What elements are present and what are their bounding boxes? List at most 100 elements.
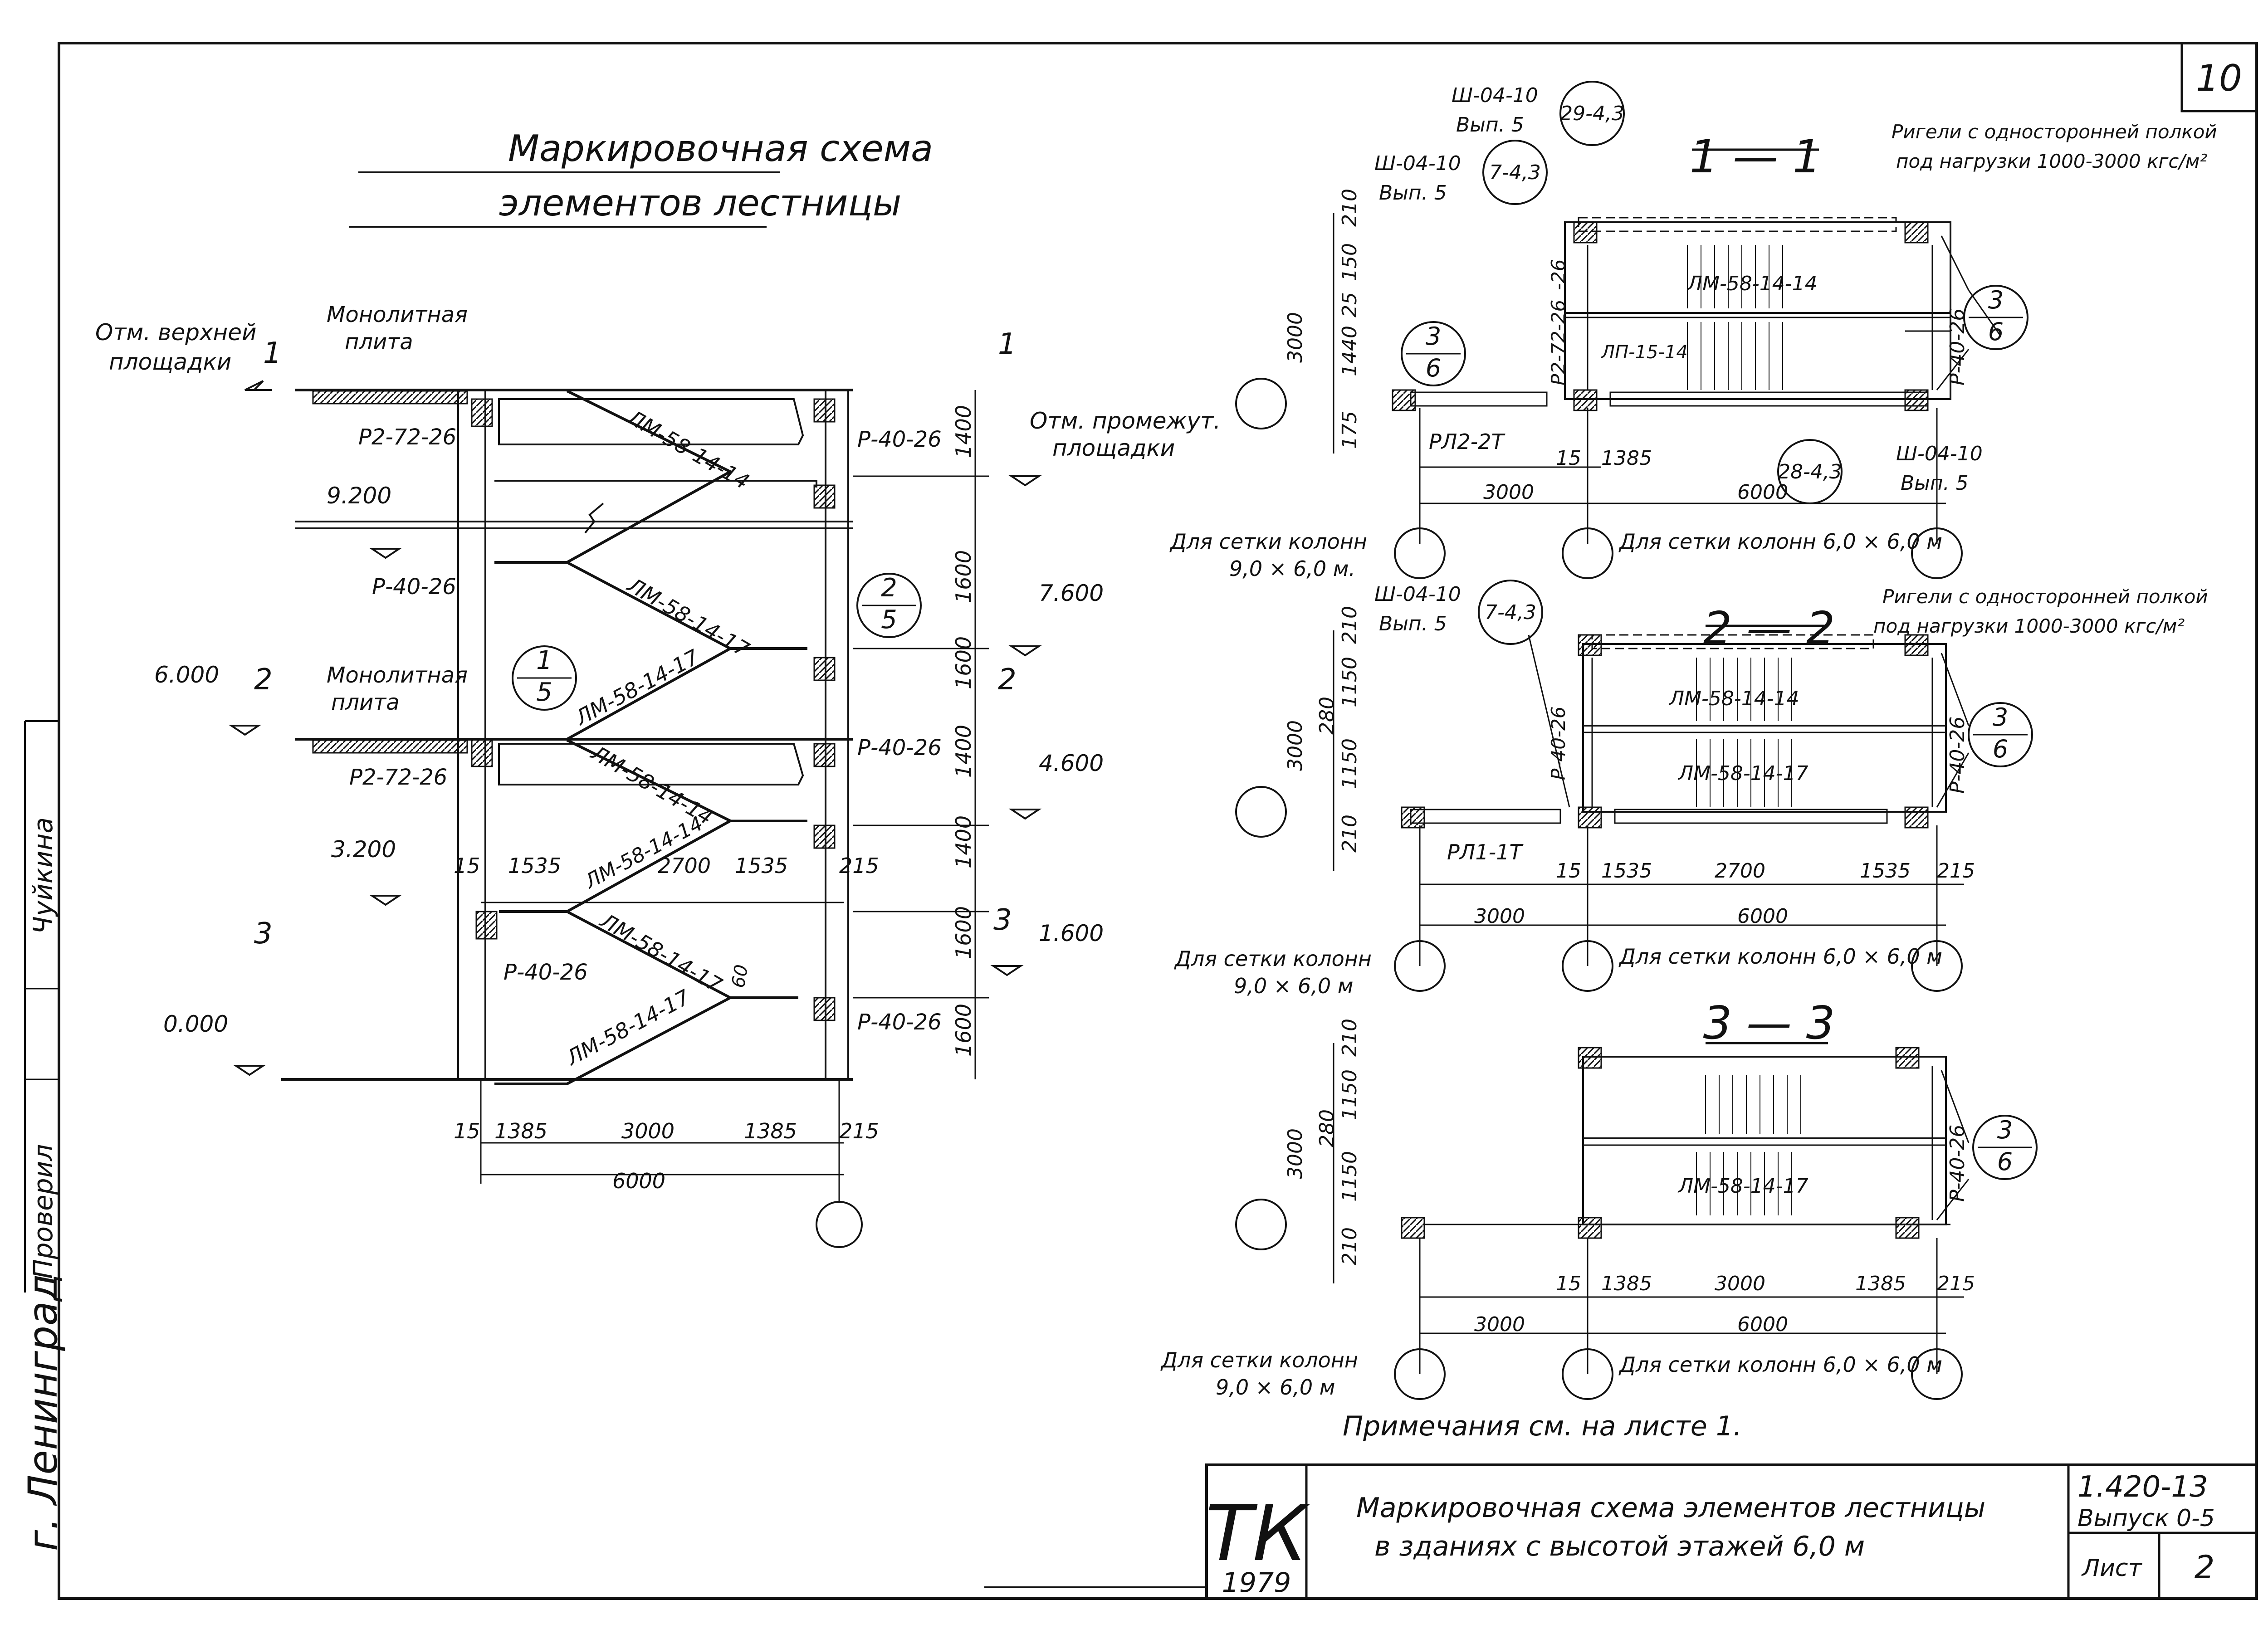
- title-line-2: элементов лестницы: [499, 182, 901, 224]
- plan-1-1-landing: ЛП-15-14: [1600, 342, 1688, 363]
- plan-2-2-grid-left-2: 9,0 × 6,0 м: [1234, 974, 1353, 998]
- plan-1-1-beam-note-2: под нагрузки 1000-3000 кгс/м²: [1896, 150, 2207, 172]
- mono-slab-label-3: Монолитная: [327, 663, 468, 688]
- mid-landing-label-2: площадки: [1052, 435, 1175, 461]
- plan-2-2-beam-right: Р-40-26: [1946, 717, 1969, 794]
- plan-1-1-callout-top: 3: [1426, 322, 1441, 351]
- plan-2-2-grid-right: Для сетки колонн 6,0 × 6,0 м: [1618, 944, 1942, 969]
- plan-1-1-axis-6000: 6000: [1737, 481, 1788, 504]
- plan-2-2-axis-6000: 6000: [1737, 905, 1788, 928]
- elev-r40-bottom: Р-40-26: [857, 1010, 942, 1035]
- elev-r40-low: Р-40-26: [503, 960, 588, 985]
- title-block: [984, 1463, 2258, 1600]
- plan-3-3-grid-left-1: Для сетки колонн: [1160, 1348, 1358, 1372]
- elev-r2-72-mid: Р2-72-26: [349, 765, 447, 790]
- elev-r40-right-mid: Р-40-26: [857, 735, 942, 761]
- mid-landing-label-1: Отм. промежут.: [1030, 408, 1221, 434]
- plan-2-2: [1235, 624, 1970, 992]
- plan-1-1-side-1440: 1440: [1338, 326, 1361, 376]
- plan-1-1-grid-left-2: 9,0 × 6,0 м.: [1229, 556, 1355, 581]
- plan-3-3-side-210a: 210: [1338, 1019, 1361, 1057]
- plan-2-2-beam-left: Р-40-26: [1547, 706, 1569, 780]
- plan-2-2-bot-215: 215: [1937, 859, 1975, 883]
- hdim-bot-1385b: 1385: [744, 1119, 797, 1143]
- plan-3-3-side-3000: 3000: [1284, 1128, 1307, 1179]
- hdim-mid-215: 215: [839, 854, 879, 878]
- plan-3-3-axis-6000: 6000: [1737, 1313, 1788, 1336]
- plan-2-2-side-1150a: 1150: [1338, 657, 1361, 707]
- plan-1-1-ref3-circle-label: 28-4,3: [1778, 460, 1842, 483]
- plan-1-1-grid-right: Для сетки колонн 6,0 × 6,0 м: [1618, 529, 1942, 554]
- vdim-3: 1600: [951, 636, 976, 689]
- plan-3-3-axis-3000: 3000: [1474, 1313, 1525, 1336]
- hdim-bot-3000: 3000: [621, 1119, 675, 1143]
- plan-2-2-grid-left-1: Для сетки колонн: [1174, 946, 1372, 971]
- sheet-number: 10: [2196, 57, 2242, 99]
- plan-1-1-small-dim: -26: [1547, 259, 1569, 290]
- plan-1-1-side-25: 25: [1338, 292, 1361, 317]
- plan-1-1-side-150: 150: [1338, 243, 1361, 281]
- section-marker-1-right: 1: [998, 327, 1017, 361]
- level-1600: 1.600: [1039, 920, 1104, 946]
- top-landing-label-1: Отм. верхней: [95, 319, 257, 346]
- plan-3-3-callout: [1972, 1115, 2038, 1180]
- plan-2-2-ref-circle: [1478, 580, 1543, 645]
- plan-3-3-beam-right: Р-40-26: [1946, 1125, 1969, 1202]
- elev-r2-72-top: Р2-72-26: [358, 424, 456, 450]
- sheet-number-box: [2180, 42, 2258, 112]
- plan-1-1-ref2-vyp: Вып. 5: [1379, 181, 1447, 205]
- plan-2-2-callout: [1968, 702, 2033, 767]
- hdim-mid-1535a: 1535: [508, 854, 561, 878]
- hdim-mid-2700: 2700: [658, 854, 711, 878]
- plan-2-2-callout-bottom: 6: [1993, 735, 2008, 763]
- elev-flight-17-c: ЛМ-58-14-17: [596, 908, 726, 998]
- plan-2-2-flight-a: ЛМ-58-14-14: [1668, 687, 1799, 710]
- vdim-6: 1600: [951, 906, 976, 959]
- callout-1-5-top: 1: [536, 646, 552, 675]
- level-3200: 3.200: [331, 836, 396, 863]
- plan-1-1-ledge: Р2-72-26: [1547, 300, 1569, 385]
- plan-3-3-bot-1385a: 1385: [1601, 1272, 1652, 1295]
- plan-3-3-side-210b: 210: [1338, 1227, 1361, 1265]
- plan-3-3-side-280: 280: [1315, 1109, 1339, 1147]
- plan-1-1: [1235, 148, 2001, 579]
- plan-1-1-callout-right: [1963, 285, 2028, 350]
- title-desc-2: в зданиях с высотой этажей 6,0 м: [1374, 1531, 1865, 1562]
- notes: Примечания см. на листе 1.: [1343, 1410, 1742, 1442]
- plan-1-1-beam-left: РЛ2-2Т: [1429, 429, 1505, 454]
- top-landing-label-2: площадки: [109, 349, 231, 375]
- plan-1-1-bot-15: 15: [1556, 447, 1581, 470]
- plan-1-1-callout-right-top: 3: [1988, 286, 2004, 314]
- vdim-5: 1400: [951, 815, 976, 868]
- plan-2-2-axis-3000: 3000: [1474, 905, 1525, 928]
- plan-2-2-beam-note-2: под нагрузки 1000-3000 кгс/м²: [1873, 615, 2185, 637]
- vdim-2: 1600: [951, 550, 976, 603]
- issue: Выпуск 0-5: [2077, 1505, 2215, 1532]
- margin-stamp: Проверил Чуйкина г. Ленинград: [20, 720, 66, 1551]
- plan-3-3-bot-215: 215: [1937, 1272, 1975, 1295]
- level-4600: 4.600: [1039, 750, 1104, 776]
- plan-2-2-beam-bottom: РЛ1-1Т: [1447, 840, 1524, 864]
- plan-1-1-ref1-circle: [1559, 81, 1625, 146]
- callout-1-5-bottom: 5: [536, 678, 552, 707]
- plan-1-1-ref1-circle-label: 29-4,3: [1560, 102, 1624, 125]
- callout-2-5: [856, 573, 922, 638]
- plan-2-2-callout-top: 3: [1993, 703, 2008, 732]
- level-7600: 7.600: [1039, 580, 1104, 606]
- checked-label: Проверил: [28, 1144, 59, 1279]
- plan-2-2-bot-1535a: 1535: [1601, 859, 1652, 883]
- elev-flight-17-b: ЛМ-58-14-17: [571, 644, 703, 730]
- year: 1979: [1222, 1567, 1291, 1599]
- plan-2-2-ref-vyp: Вып. 5: [1379, 612, 1447, 635]
- plan-1-1-title: 1 — 1: [1690, 130, 1822, 183]
- plan-1-1-callout-right-bottom: 6: [1988, 317, 2004, 346]
- callout-1-5: [512, 645, 577, 711]
- plan-3-3-callout-bottom: 6: [1997, 1147, 2013, 1176]
- hdim-bot-15: 15: [454, 1119, 480, 1143]
- mono-slab-label-4: плита: [331, 690, 400, 715]
- sheet-frame: [58, 42, 2258, 1600]
- plan-2-2-bot-15: 15: [1556, 859, 1581, 883]
- plan-1-1-ref3-code: Ш-04-10: [1896, 442, 1983, 465]
- elev-small-dim: 60: [728, 963, 753, 990]
